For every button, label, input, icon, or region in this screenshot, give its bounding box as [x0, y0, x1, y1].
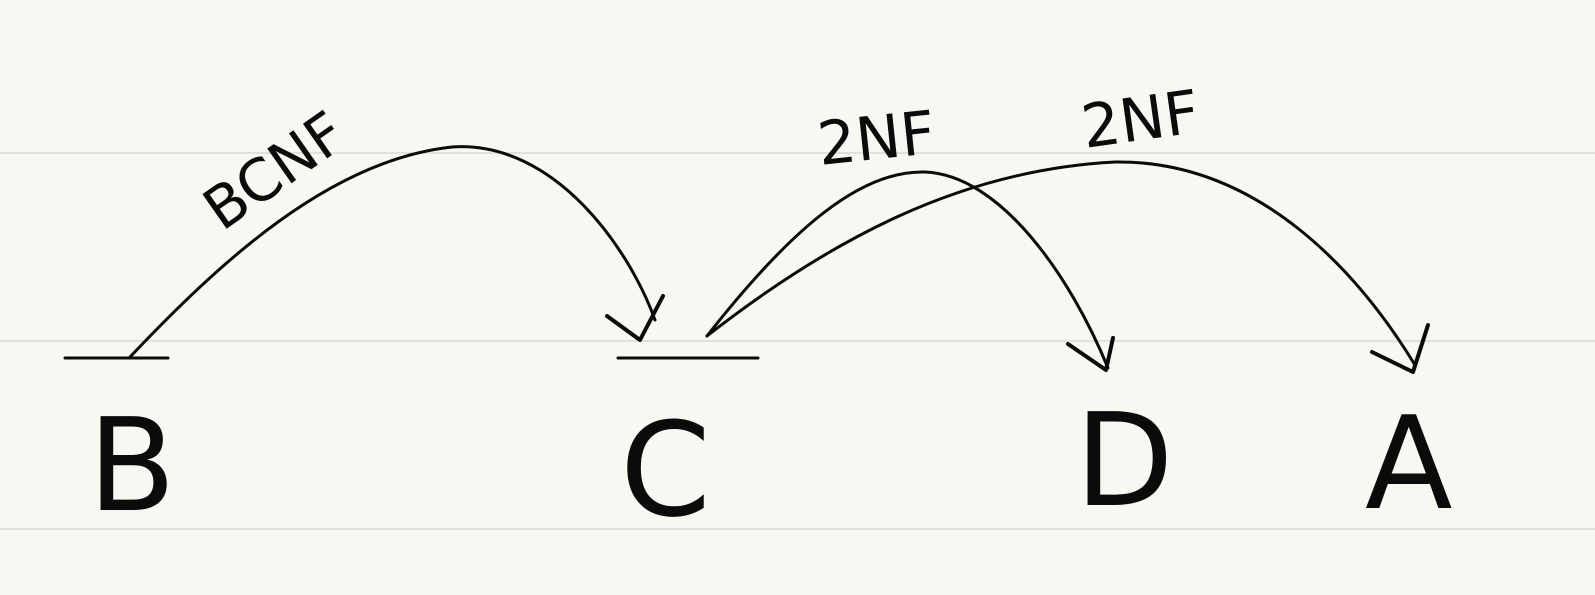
- dependency-arc-c-a: [705, 160, 1417, 367]
- dependency-label-2nf-a: 2NF: [1077, 77, 1203, 163]
- arrowhead-c: [605, 294, 665, 342]
- attribute-b: B: [88, 392, 176, 541]
- attribute-c: C: [620, 394, 711, 546]
- dependency-label-bcnf: BCNF: [191, 98, 358, 243]
- dependency-arc-b-c: [128, 145, 657, 359]
- dependency-arc-c-d: [705, 170, 1110, 370]
- arrowhead-a: [1370, 323, 1430, 374]
- dependency-label-2nf-d: 2NF: [814, 98, 938, 180]
- attribute-d: D: [1075, 387, 1174, 536]
- arrowhead-d: [1066, 336, 1115, 372]
- attribute-a: A: [1365, 390, 1453, 539]
